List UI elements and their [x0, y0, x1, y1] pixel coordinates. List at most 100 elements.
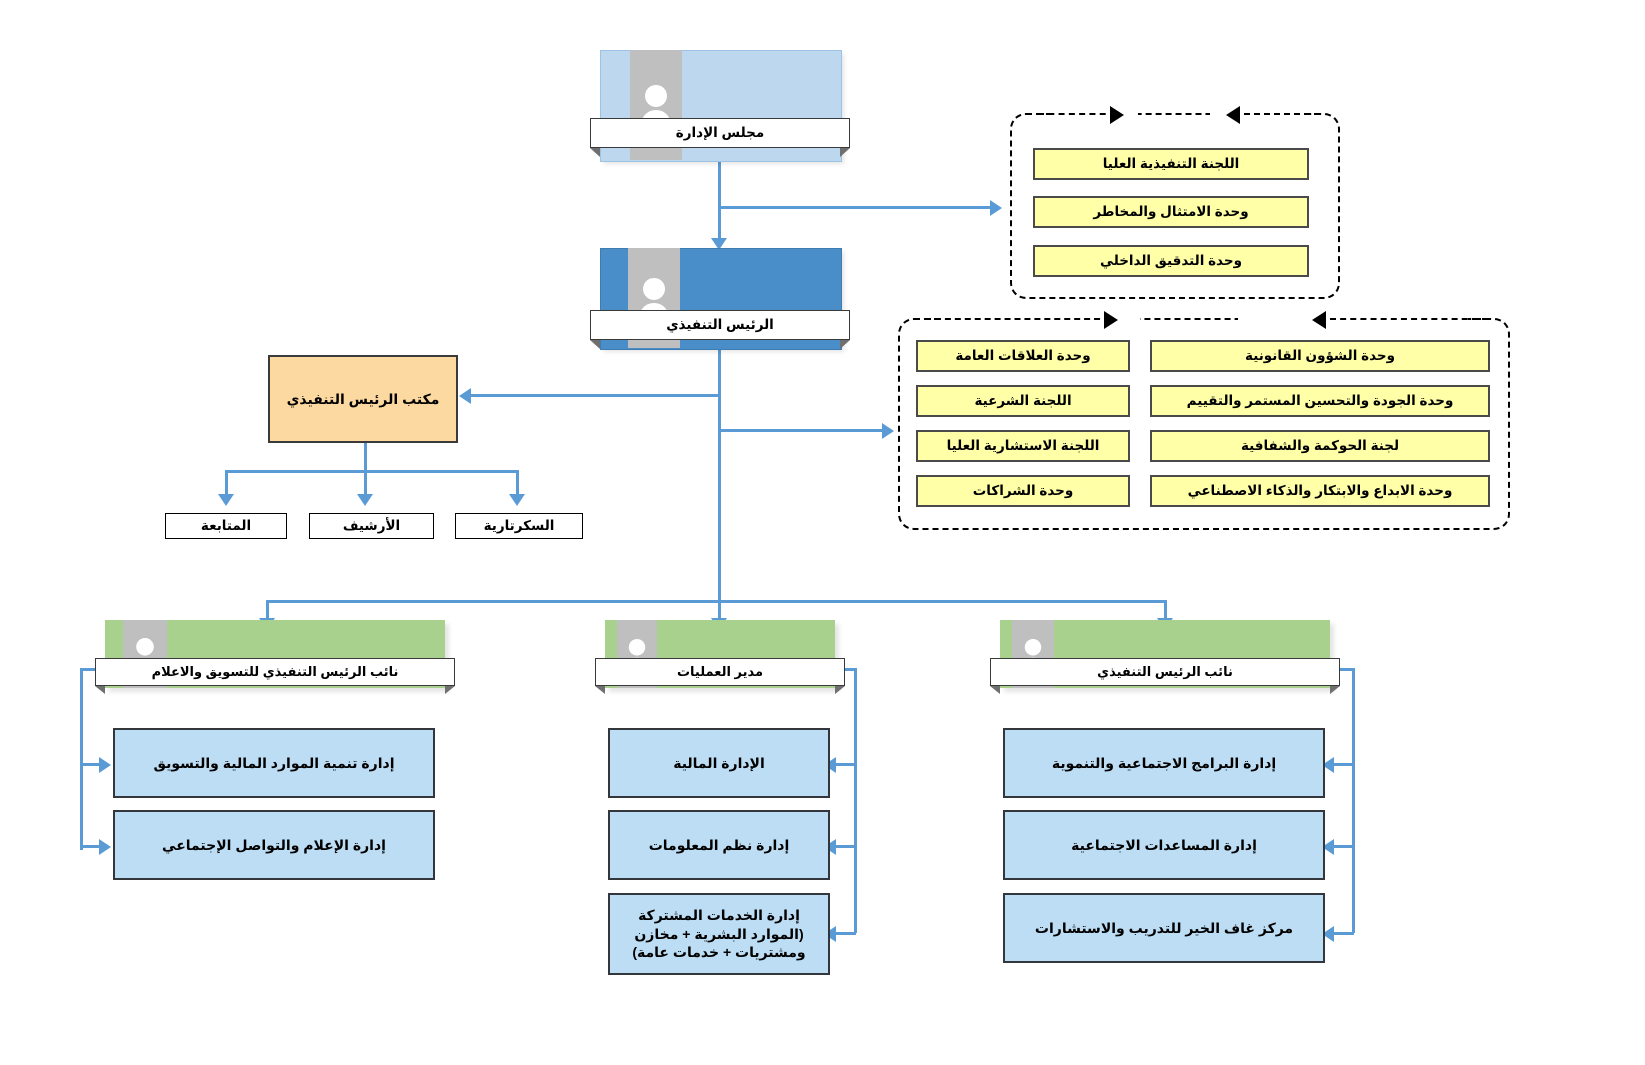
node-title-bar: مدير العمليات	[595, 658, 845, 686]
arrow-office-to-follow	[218, 494, 234, 506]
arrow-viceceo-dep-1	[1322, 757, 1334, 773]
dept-label: إدارة تنمية الموارد المالية والتسويق	[153, 754, 395, 771]
connector-ceo-stem	[718, 348, 721, 602]
ceo-unit-label: وحدة الشراكات	[972, 483, 1074, 499]
arrow-marketing-dep-1	[99, 757, 111, 773]
node-office-child-archive[interactable]: الأرشيف	[309, 513, 434, 539]
branch-head-title: نائب الرئيس التنفيذي للتسويق والاعلام	[151, 664, 399, 679]
ceo-unit-left-4[interactable]: وحدة الشراكات	[916, 475, 1130, 507]
connector-bus-to-operations	[718, 600, 721, 622]
connector-marketing-spine	[80, 668, 83, 850]
connector-operations-dep-1	[836, 763, 856, 766]
connector-board-to-committees	[718, 206, 994, 209]
connector-board-to-ceo	[718, 160, 721, 246]
connector-ceo-to-office	[470, 394, 720, 397]
node-office-child-followup[interactable]: المتابعة	[165, 513, 287, 539]
ceo-unit-right-2[interactable]: وحدة الجودة والتحسين المستمر والتقييم	[1150, 385, 1490, 417]
dept-label: إدارة المساعدات الاجتماعية	[1071, 836, 1257, 853]
committee-box-3[interactable]: وحدة التدقيق الداخلي	[1033, 245, 1309, 277]
dash2-top-right-seg	[1330, 318, 1488, 320]
ceo-unit-left-2[interactable]: اللجنة الشرعية	[916, 385, 1130, 417]
branch-head-title: نائب الرئيس التنفيذي	[1097, 664, 1233, 679]
connector-viceceo-dep-2	[1334, 845, 1354, 848]
connector-marketing-dep-2	[80, 845, 102, 848]
connector-bus-to-marketing	[266, 600, 269, 622]
board-title: مجلس الإدارة	[675, 125, 765, 140]
ceo-unit-left-1[interactable]: وحدة العلاقات العامة	[916, 340, 1130, 372]
connector-office-to-secretary	[516, 470, 519, 498]
ceo-units-dashed-group	[898, 318, 1510, 530]
dept-label: إدارة الخدمات المشتركة (الموارد البشرية …	[632, 907, 806, 961]
dept-operations-2[interactable]: إدارة نظم المعلومات	[608, 810, 830, 880]
node-board-of-directors[interactable]: مجلس الإدارة	[590, 50, 850, 164]
ceo-unit-right-1[interactable]: وحدة الشؤون القانونية	[1150, 340, 1490, 372]
committee-box-1[interactable]: اللجنة التنفيذية العليا	[1033, 148, 1309, 180]
dashed-arrow-left-1	[1226, 106, 1240, 124]
ceo-office-label: مكتب الرئيس التنفيذي	[286, 390, 440, 407]
title-notch-right	[835, 686, 845, 694]
arrow-marketing-dep-2	[99, 839, 111, 855]
title-notch-left	[990, 686, 1000, 694]
connector-office-bus	[225, 470, 519, 473]
connector-operations-dep-3	[836, 932, 856, 935]
connector-viceceo-dep-3	[1334, 932, 1354, 935]
ceo-unit-label: وحدة الجودة والتحسين المستمر والتقييم	[1186, 393, 1454, 409]
connector-office-stem	[364, 442, 367, 472]
dept-marketing-1[interactable]: إدارة تنمية الموارد المالية والتسويق	[113, 728, 435, 798]
ceo-unit-right-4[interactable]: وحدة الابداع والابتكار والذكاء الاصطناعي	[1150, 475, 1490, 507]
node-title-bar: نائب الرئيس التنفيذي للتسويق والاعلام	[95, 658, 455, 686]
node-branch-vice-ceo-head[interactable]: نائب الرئيس التنفيذي	[990, 620, 1340, 694]
title-notch-left	[595, 686, 605, 694]
dept-vice-ceo-3[interactable]: مركز غاف الخير للتدريب والاستشارات	[1003, 893, 1325, 963]
dashed-arrow-right-1	[1110, 106, 1124, 124]
board-committees-dashed-group	[1010, 113, 1340, 299]
node-ceo[interactable]: الرئيس التنفيذي	[590, 248, 850, 352]
title-notch-right	[840, 148, 850, 157]
node-office-child-secretary[interactable]: السكرتارية	[455, 513, 583, 539]
connector-viceceo-dep-1	[1334, 763, 1354, 766]
connector-ceo-to-units	[718, 429, 886, 432]
dept-label: إدارة نظم المعلومات	[648, 836, 790, 853]
arrow-board-to-committees	[990, 200, 1002, 216]
dept-operations-1[interactable]: الإدارة المالية	[608, 728, 830, 798]
connector-bus-to-vice-ceo	[1164, 600, 1167, 622]
committee-label: وحدة التدقيق الداخلي	[1100, 253, 1242, 269]
title-notch-right	[840, 340, 850, 349]
node-branch-marketing-head[interactable]: نائب الرئيس التنفيذي للتسويق والاعلام	[95, 620, 455, 694]
connector-marketing-dep-1	[80, 763, 102, 766]
node-ceo-office[interactable]: مكتب الرئيس التنفيذي	[268, 355, 458, 443]
ceo-unit-label: اللجنة الشرعية	[974, 393, 1072, 409]
dashed-arrow-left-2	[1312, 311, 1326, 329]
node-title-bar: الرئيس التنفيذي	[590, 310, 850, 340]
committee-label: اللجنة التنفيذية العليا	[1102, 156, 1240, 172]
dept-label: مركز غاف الخير للتدريب والاستشارات	[1034, 919, 1294, 936]
node-branch-operations-head[interactable]: مدير العمليات	[595, 620, 845, 694]
arrow-viceceo-dep-2	[1322, 839, 1334, 855]
dept-vice-ceo-1[interactable]: إدارة البرامج الاجتماعية والتنموية	[1003, 728, 1325, 798]
ceo-unit-label: وحدة الابداع والابتكار والذكاء الاصطناعي	[1187, 483, 1453, 499]
ceo-unit-label: وحدة الشؤون القانونية	[1245, 348, 1395, 364]
arrow-viceceo-dep-3	[1322, 926, 1334, 942]
branch-head-title: مدير العمليات	[676, 664, 764, 679]
office-child-label: الأرشيف	[342, 518, 401, 534]
arrow-ceo-to-office	[459, 388, 471, 404]
dash-top-right-seg	[1244, 113, 1320, 115]
arrow-ceo-to-units	[882, 423, 894, 439]
dept-operations-3[interactable]: إدارة الخدمات المشتركة (الموارد البشرية …	[608, 893, 830, 975]
dept-vice-ceo-2[interactable]: إدارة المساعدات الاجتماعية	[1003, 810, 1325, 880]
committee-box-2[interactable]: وحدة الامتثال والمخاطر	[1033, 196, 1309, 228]
dashed-arrow-right-2	[1104, 311, 1118, 329]
ceo-unit-right-3[interactable]: لجنة الحوكمة والشفافية	[1150, 430, 1490, 462]
dept-marketing-2[interactable]: إدارة الإعلام والتواصل الإجتماعي	[113, 810, 435, 880]
node-title-bar: مجلس الإدارة	[590, 118, 850, 148]
title-notch-right	[445, 686, 455, 694]
connector-branch-bus	[266, 600, 1166, 603]
ceo-unit-left-3[interactable]: اللجنة الاستشارية العليا	[916, 430, 1130, 462]
office-child-label: السكرتارية	[483, 518, 555, 534]
ceo-title: الرئيس التنفيذي	[666, 317, 774, 332]
arrow-office-to-secretary	[509, 494, 525, 506]
arrow-office-to-archive	[357, 494, 373, 506]
arrow-board-to-ceo	[711, 238, 727, 250]
title-notch-left	[590, 148, 600, 157]
